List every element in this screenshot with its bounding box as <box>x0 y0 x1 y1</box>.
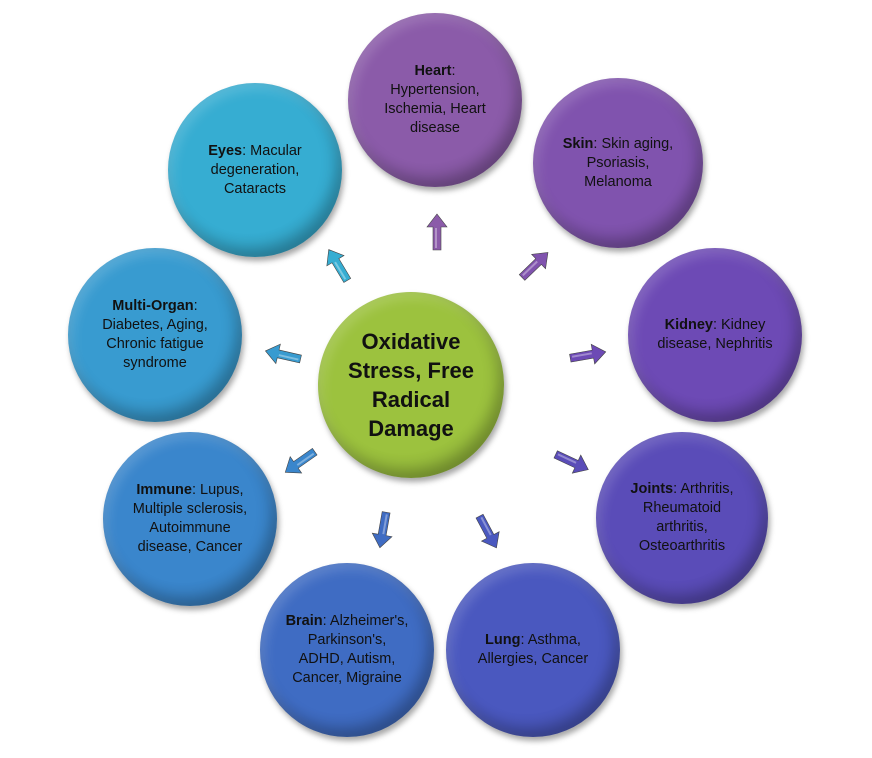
node-title: Heart <box>414 63 452 79</box>
arrow-icon <box>553 450 589 474</box>
arrow-icon <box>518 252 549 281</box>
node-text: Hypertension, Ischemia, Heart disease <box>384 82 486 136</box>
center-line: Stress, Free <box>348 358 474 383</box>
node-text: Asthma, Allergies, Cancer <box>477 632 589 667</box>
node-title: Immune <box>136 482 192 498</box>
node-text: Diabetes, Aging, Chronic fatigue syndrom… <box>102 317 208 371</box>
arrow-icon <box>264 343 302 365</box>
node-immune: Immune: Lupus, Multiple sclerosis, Autoi… <box>103 432 277 606</box>
node-joints: Joints: Arthritis, Rheumatoid arthritis,… <box>596 432 768 604</box>
arrow-icon <box>475 513 500 549</box>
node-text: Skin aging, Psoriasis, Melanoma <box>584 135 674 190</box>
center-line: Radical <box>371 387 451 412</box>
node-title: Joints <box>630 481 674 497</box>
arrow-icon <box>284 447 318 474</box>
node-text: Alzheimer's, Parkinson's, ADHD, Autism, … <box>292 613 409 686</box>
arrow-icon <box>326 249 352 283</box>
node-title: Brain <box>285 613 323 629</box>
node-multi-organ: Multi-Organ: Diabetes, Aging, Chronic fa… <box>68 248 242 422</box>
node-lung: Lung: Asthma, Allergies, Cancer <box>446 563 620 737</box>
node-text: Arthritis, Rheumatoid arthritis, Osteoar… <box>638 481 734 554</box>
node-text: Lupus, Multiple sclerosis, Autoimmune di… <box>132 482 248 555</box>
arrow-icon <box>569 343 607 365</box>
node-skin: Skin: Skin aging, Psoriasis, Melanoma <box>533 78 703 248</box>
node-title: Eyes <box>208 142 243 159</box>
center-line: Damage <box>368 416 454 441</box>
node-kidney: Kidney: Kidney disease, Nephritis <box>628 248 802 422</box>
center-node: Oxidative Stress, Free Radical Damage <box>318 292 504 478</box>
arrow-icon <box>426 213 448 251</box>
node-title: Multi-Organ <box>112 298 194 314</box>
arrow-icon <box>371 511 393 549</box>
node-brain: Brain: Alzheimer's, Parkinson's, ADHD, A… <box>260 563 434 737</box>
node-text: Macular degeneration, Cataracts <box>210 142 302 197</box>
node-title: Skin <box>562 135 594 152</box>
node-eyes: Eyes: Macular degeneration, Cataracts <box>168 83 342 257</box>
node-heart: Heart: Hypertension, Ischemia, Heart dis… <box>348 13 522 187</box>
center-line: Oxidative <box>361 329 461 354</box>
node-text: Kidney disease, Nephritis <box>657 317 773 352</box>
node-title: Lung <box>485 632 521 648</box>
node-title: Kidney <box>664 317 713 333</box>
